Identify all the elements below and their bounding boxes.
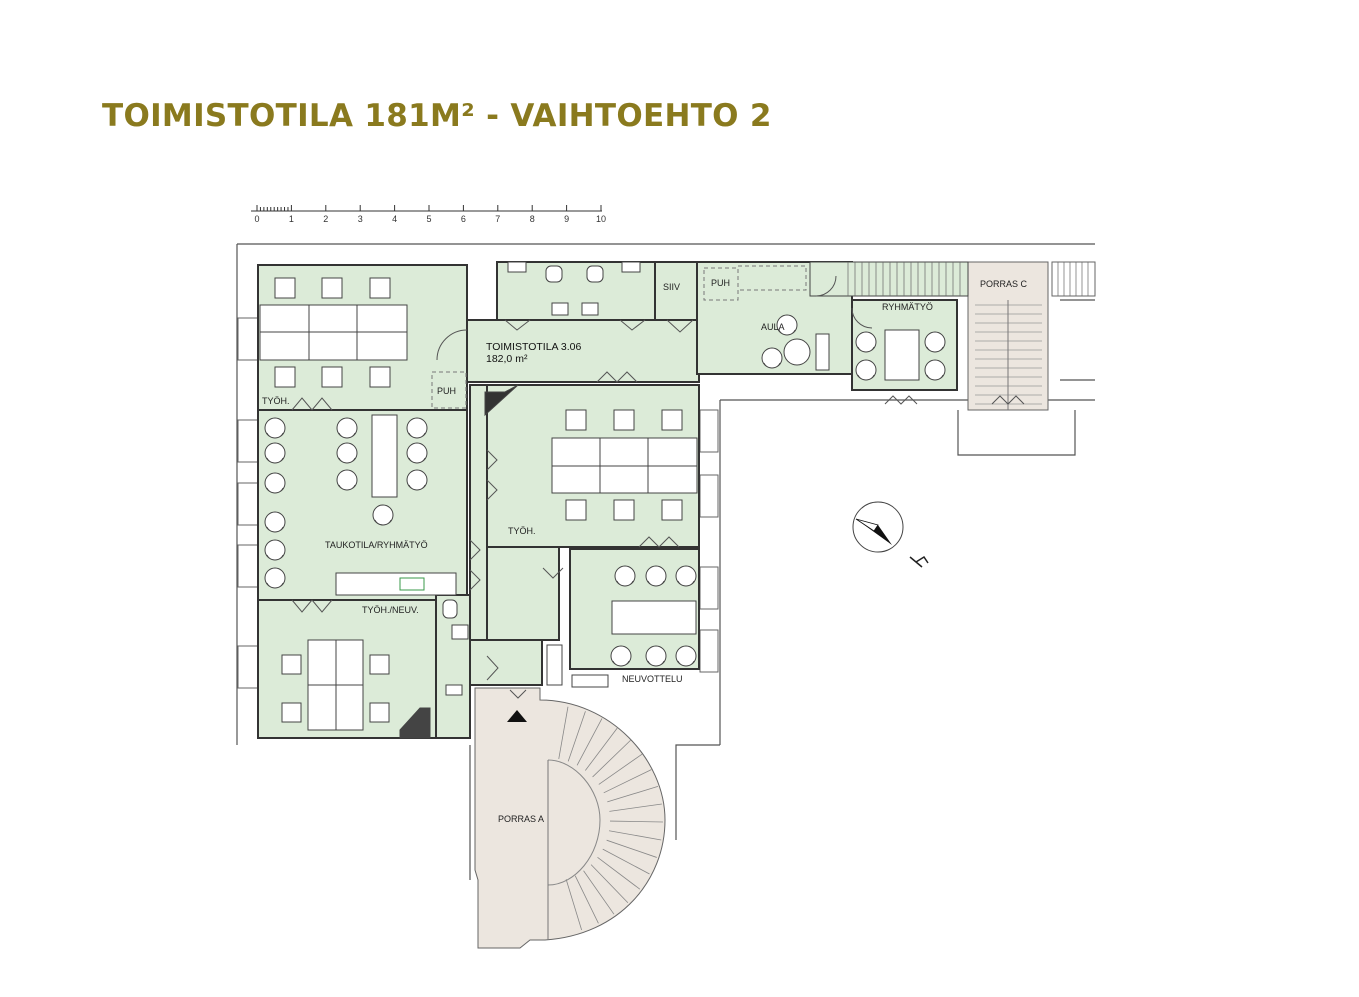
scale-tick-label: 9 bbox=[564, 214, 569, 224]
scale-tick-label: 8 bbox=[530, 214, 535, 224]
label-neuvottelu: NEUVOTTELU bbox=[622, 674, 683, 684]
chair bbox=[336, 417, 358, 439]
label-toimistotila: TOIMISTOTILA 3.06 bbox=[486, 341, 581, 353]
scale-tick-label: 7 bbox=[495, 214, 500, 224]
label-tyoh-neuv: TYÖH./NEUV. bbox=[362, 605, 419, 615]
chair bbox=[336, 469, 358, 491]
chair bbox=[645, 565, 667, 587]
label-toimistotila-area: 182,0 m² bbox=[486, 353, 528, 365]
scale-bar: 0 1 2 3 4 5 6 7 8 9 10 bbox=[251, 205, 606, 224]
chair bbox=[406, 469, 428, 491]
scale-tick-label: 5 bbox=[426, 214, 431, 224]
label-porras-c: PORRAS C bbox=[980, 279, 1028, 289]
north-arrow-icon bbox=[852, 501, 929, 568]
scale-tick-label: 10 bbox=[596, 214, 606, 224]
chair bbox=[406, 417, 428, 439]
chair bbox=[855, 331, 877, 353]
scale-tick-label: 2 bbox=[323, 214, 328, 224]
chair bbox=[675, 645, 697, 667]
chair bbox=[610, 645, 632, 667]
chair bbox=[406, 442, 428, 464]
chair bbox=[675, 565, 697, 587]
label-ryhmatyo: RYHMÄTYÖ bbox=[882, 302, 933, 312]
chair bbox=[264, 417, 286, 439]
stair-porras-c bbox=[809, 261, 1096, 411]
label-tyoh-2: TYÖH. bbox=[508, 526, 536, 536]
furniture bbox=[259, 261, 920, 739]
page-title: TOIMISTOTILA 181M² - VAIHTOEHTO 2 bbox=[102, 98, 772, 134]
stair-porras-a bbox=[474, 687, 666, 949]
chair bbox=[264, 539, 286, 561]
label-puh-2: PUH bbox=[711, 278, 730, 288]
label-aula: AULA bbox=[761, 322, 785, 332]
scale-tick-label: 3 bbox=[358, 214, 363, 224]
label-porras-a: PORRAS A bbox=[498, 814, 544, 824]
chair bbox=[264, 567, 286, 589]
chair bbox=[372, 504, 394, 526]
chair bbox=[645, 645, 667, 667]
windows-right bbox=[699, 409, 719, 673]
chair bbox=[924, 359, 946, 381]
label-taukotila: TAUKOTILA/RYHMÄTYÖ bbox=[325, 540, 428, 550]
chair bbox=[924, 331, 946, 353]
chair bbox=[264, 511, 286, 533]
label-puh-1: PUH bbox=[437, 386, 456, 396]
scale-tick-label: 0 bbox=[254, 214, 259, 224]
chair bbox=[614, 565, 636, 587]
chair bbox=[264, 472, 286, 494]
chair bbox=[336, 442, 358, 464]
door-swings bbox=[291, 275, 1025, 699]
chair bbox=[855, 359, 877, 381]
windows-left bbox=[237, 317, 259, 689]
building-outline bbox=[236, 243, 1095, 880]
chair bbox=[264, 442, 286, 464]
scale-tick-label: 1 bbox=[289, 214, 294, 224]
phone-booths bbox=[431, 265, 807, 409]
scale-tick-label: 6 bbox=[461, 214, 466, 224]
chair bbox=[761, 347, 783, 369]
label-tyoh-1: TYÖH. bbox=[262, 396, 290, 406]
scale-tick-label: 4 bbox=[392, 214, 397, 224]
label-siiv: SIIV bbox=[663, 282, 680, 292]
entrance-triangle-icon bbox=[507, 710, 527, 722]
